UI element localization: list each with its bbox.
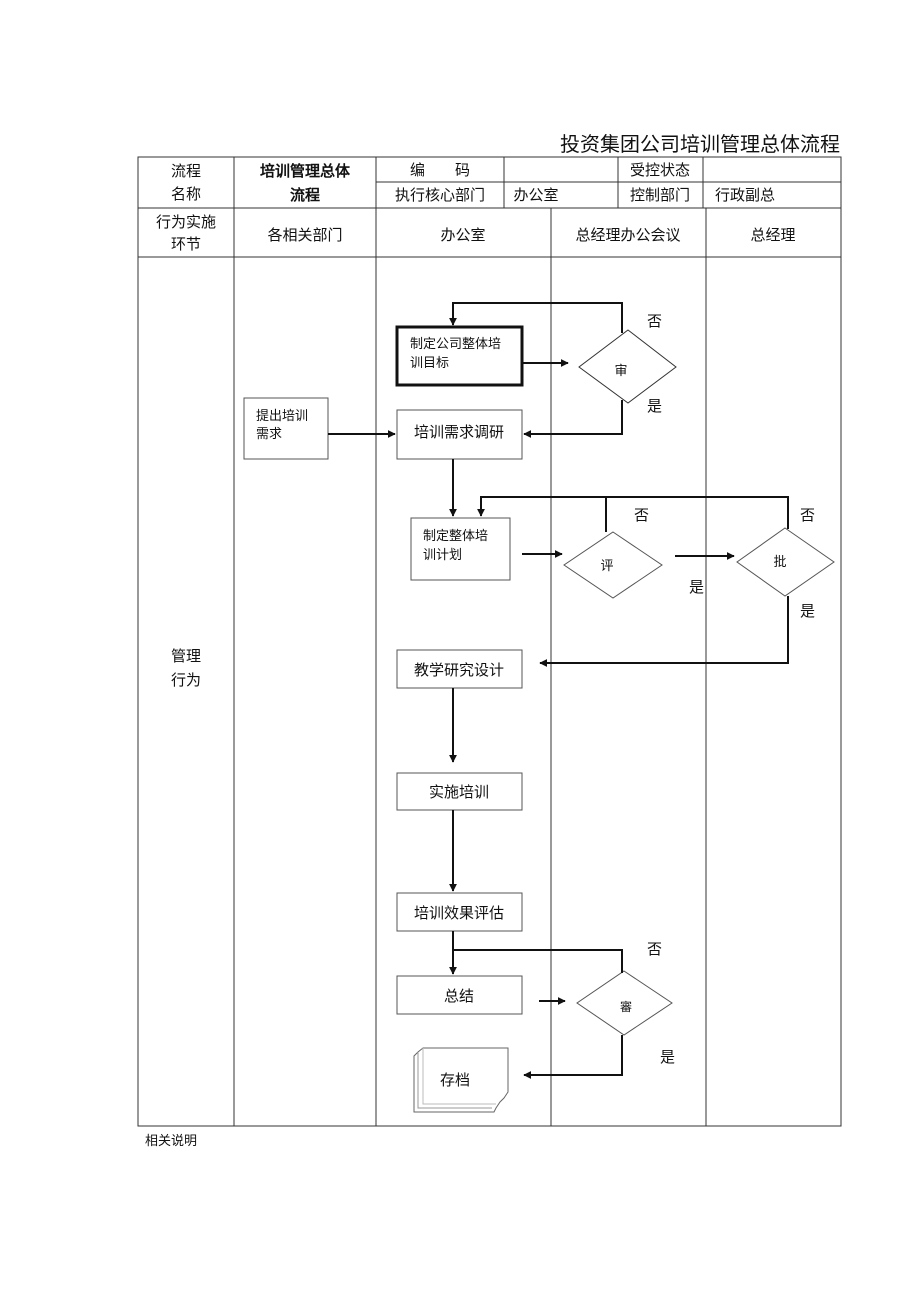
flow-name-line2: 流程 bbox=[290, 186, 320, 204]
stage-label-line1: 行为实施 bbox=[156, 213, 216, 231]
row-label-line2: 行为 bbox=[171, 671, 201, 689]
decision-evaluate: 评 bbox=[563, 531, 663, 599]
table-grid bbox=[137, 156, 842, 1127]
control-dept-value: 行政副总 bbox=[715, 186, 775, 204]
node-set-goal: 制定公司整体培 训目标 bbox=[395, 325, 524, 387]
code-label: 编 码 bbox=[410, 161, 470, 179]
exec-dept-label: 执行核心部门 bbox=[395, 186, 485, 204]
node-plan: 制定整体培 训计划 bbox=[410, 517, 511, 581]
decision-evaluate-label: 评 bbox=[600, 559, 613, 574]
decision-review: 审 bbox=[578, 329, 677, 404]
node-design-label: 教学研究设计 bbox=[414, 661, 504, 679]
lane-header-gm-meeting: 总经理办公会议 bbox=[575, 226, 680, 244]
lane-header-office: 办公室 bbox=[440, 226, 485, 244]
decision-review-label: 审 bbox=[614, 364, 627, 379]
decision-approve: 批 bbox=[736, 527, 835, 597]
decision-approve-label: 批 bbox=[773, 555, 786, 570]
row-label-line1: 管理 bbox=[171, 647, 201, 665]
node-set-goal-line2: 训目标 bbox=[410, 356, 449, 371]
lane-header-departments: 各相关部门 bbox=[267, 226, 342, 244]
node-propose: 提出培训 需求 bbox=[243, 397, 329, 460]
node-archive-label: 存档 bbox=[440, 1071, 470, 1089]
document-title: 投资集团公司培训管理总体流程 bbox=[560, 132, 840, 156]
control-status-label: 受控状态 bbox=[630, 161, 690, 179]
flow-label-line2: 名称 bbox=[171, 185, 201, 203]
label-no-evaluate: 否 bbox=[634, 506, 649, 524]
label-yes-approve: 是 bbox=[800, 602, 815, 620]
node-design: 教学研究设计 bbox=[396, 649, 523, 689]
lane-header-gm: 总经理 bbox=[750, 226, 795, 244]
label-no-approve: 否 bbox=[800, 506, 815, 524]
label-yes-evaluate: 是 bbox=[689, 578, 704, 596]
label-yes-check: 是 bbox=[660, 1048, 675, 1066]
node-assess-label: 培训效果评估 bbox=[414, 904, 504, 922]
decision-check-label: 審 bbox=[620, 999, 632, 1014]
node-plan-line2: 训计划 bbox=[423, 548, 462, 563]
flow-label-line1: 流程 bbox=[171, 162, 201, 180]
node-set-goal-line1: 制定公司整体培 bbox=[410, 336, 501, 352]
node-assess: 培训效果评估 bbox=[396, 892, 523, 932]
connectors bbox=[328, 302, 789, 1079]
exec-dept-value: 办公室 bbox=[513, 186, 558, 204]
label-no-review: 否 bbox=[647, 312, 662, 330]
flow-name-line1: 培训管理总体 bbox=[260, 162, 351, 180]
node-plan-line1: 制定整体培 bbox=[423, 528, 488, 544]
node-implement: 实施培训 bbox=[396, 772, 523, 811]
decision-check: 審 bbox=[576, 970, 673, 1036]
node-research: 培训需求调研 bbox=[396, 409, 523, 460]
node-summary: 总结 bbox=[396, 975, 523, 1015]
label-no-check: 否 bbox=[647, 940, 662, 958]
node-propose-line2: 需求 bbox=[256, 427, 282, 442]
node-archive: 存档 bbox=[413, 1047, 509, 1113]
control-dept-label: 控制部门 bbox=[630, 186, 690, 204]
node-summary-label: 总结 bbox=[444, 987, 474, 1005]
node-propose-line1: 提出培训 bbox=[256, 408, 308, 424]
related-notes-label: 相关说明 bbox=[145, 1134, 198, 1149]
label-yes-review: 是 bbox=[647, 397, 662, 415]
node-research-label: 培训需求调研 bbox=[414, 423, 504, 441]
stage-label-line2: 环节 bbox=[171, 235, 201, 253]
node-implement-label: 实施培训 bbox=[429, 783, 489, 801]
